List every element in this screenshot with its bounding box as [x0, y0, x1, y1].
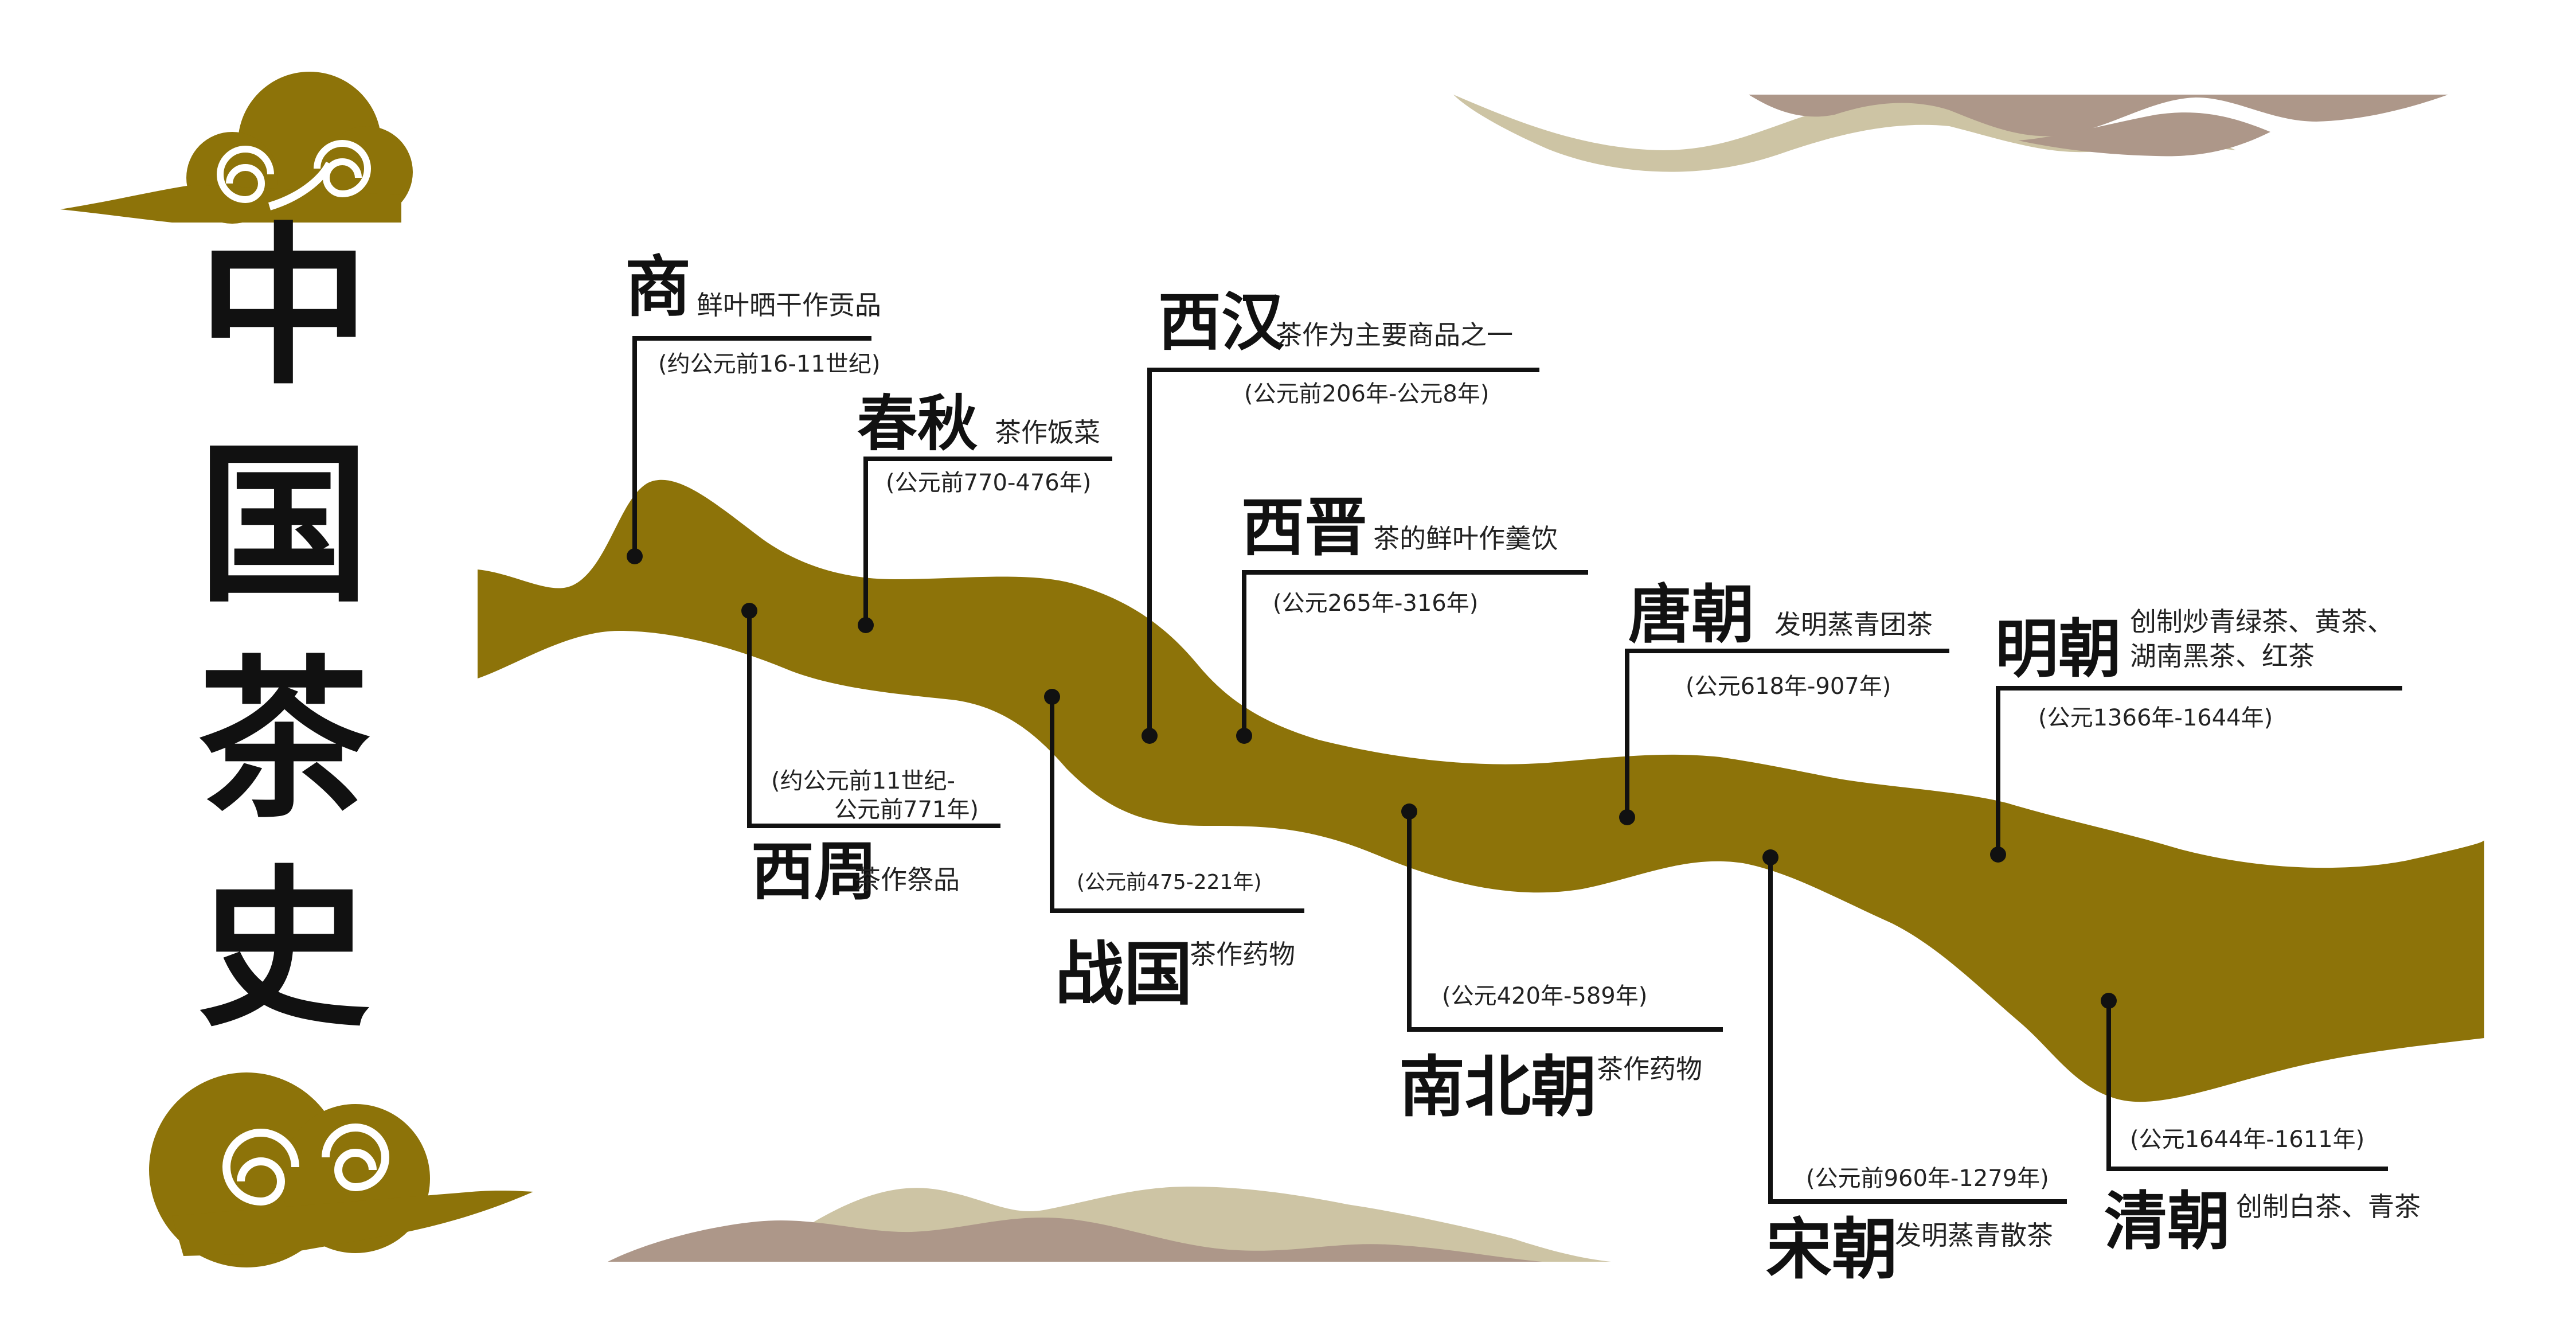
timeline-event: 南北朝茶作药物 (公元420年-589年) [1399, 803, 1723, 1126]
timeline-event: 商鲜叶晒干作贡品 (约公元前16-11世纪) [625, 248, 881, 564]
dynasty-description: 茶作祭品 [854, 864, 960, 895]
title-char: 茶 [198, 638, 373, 841]
title-char: 国 [198, 423, 370, 626]
dynasty-date: (公元前960年-1279年) [1806, 1165, 2049, 1192]
dynasty-description: 湖南黑茶、红茶 [2130, 641, 2315, 672]
mountain-dark-shape [1749, 95, 2448, 136]
dynasty-name: 商 [625, 248, 691, 326]
mountain-dark-ridge [2018, 112, 2270, 157]
dynasty-description: 创制炒青绿茶、黄茶、 [2130, 606, 2394, 637]
mountain-light-shape [1453, 95, 2236, 172]
timeline-dot [1236, 728, 1252, 744]
timeline-dot [1044, 689, 1060, 705]
dynasty-description: 茶作药物 [1190, 939, 1295, 970]
dynasty-description: 茶作为主要商品之一 [1276, 319, 1513, 350]
dynasty-name: 明朝 [1995, 612, 2121, 686]
dynasty-description: 发明蒸青团茶 [1774, 609, 1933, 640]
dynasty-description: 茶作饭菜 [995, 417, 1100, 448]
dynasty-date: 公元前771年) [834, 797, 979, 823]
dynasty-date: (公元1366年-1644年) [2038, 705, 2273, 731]
timeline-event: 春秋茶作饭菜 (公元前770-476年) [857, 388, 1112, 633]
timeline-event: 清朝创制白茶、青茶 (公元1644年-1611年) [2101, 993, 2421, 1258]
timeline-dot [858, 617, 874, 633]
cloud-swirl-icon [222, 1129, 299, 1206]
cloud-bottom-left [149, 1072, 533, 1267]
dynasty-date: (公元前770-476年) [886, 470, 1091, 496]
dynasty-name: 宋朝 [1766, 1211, 1898, 1288]
cloud-swirl-icon [217, 146, 274, 204]
mountain-dark-shape [608, 1217, 1542, 1262]
dynasty-description: 发明蒸青散茶 [1895, 1220, 2053, 1251]
title-char: 中 [198, 205, 370, 408]
timeline-dot [627, 548, 643, 564]
timeline-dot [1762, 849, 1778, 865]
dynasty-date: (公元1644年-1611年) [2130, 1126, 2364, 1153]
dynasty-name: 西晋 [1241, 490, 1367, 564]
dynasty-name: 南北朝 [1399, 1048, 1597, 1126]
dynasty-date: (约公元前11世纪- [771, 768, 955, 794]
cloud-swirl-icon [322, 1124, 389, 1192]
dynasty-description: 鲜叶晒干作贡品 [697, 290, 881, 321]
river-shape [478, 479, 2484, 1102]
dynasty-date: (约公元前16-11世纪) [658, 351, 880, 377]
dynasty-name: 西汉 [1158, 285, 1285, 359]
dynasty-name: 西周 [751, 834, 877, 908]
dynasty-name: 清朝 [2104, 1184, 2230, 1258]
timeline-dot [1401, 803, 1417, 820]
dynasty-date: (公元前475-221年) [1077, 871, 1262, 894]
timeline: 商鲜叶晒干作贡品 (约公元前16-11世纪) 西周茶作祭品 (约公元前11世纪- 公元前… [625, 248, 2421, 1288]
mountains-bottom [608, 1187, 1611, 1262]
cloud-top-left [60, 72, 413, 224]
dynasty-description: 茶作药物 [1597, 1054, 1702, 1085]
timeline-event: 唐朝发明蒸青团茶 (公元618年-907年) [1619, 578, 1949, 825]
timeline-event: 西晋茶的鲜叶作羹饮 (公元265年-316年) [1236, 490, 1588, 744]
dynasty-date: (公元前206年-公元8年) [1244, 381, 1489, 407]
mountains-top-right [1453, 95, 2448, 172]
timeline-event: 明朝创制炒青绿茶、黄茶、湖南黑茶、红茶 (公元1366年-1644年) [1990, 606, 2402, 863]
dynasty-date: (公元420年-589年) [1442, 983, 1647, 1009]
dynasty-date: (公元265年-316年) [1273, 590, 1478, 617]
dynasty-description: 茶的鲜叶作羹饮 [1373, 523, 1558, 554]
dynasty-date: (公元618年-907年) [1686, 673, 1891, 700]
timeline-dot [2101, 993, 2117, 1009]
timeline-dot [1619, 809, 1635, 825]
dynasty-description: 创制白茶、青茶 [2236, 1191, 2421, 1222]
dynasty-name: 战国 [1055, 934, 1193, 1015]
timeline-dot [1142, 728, 1158, 744]
dynasty-name: 唐朝 [1628, 578, 1754, 652]
timeline-dot [1990, 847, 2006, 863]
title-char: 史 [198, 848, 370, 1050]
dynasty-name: 春秋 [857, 388, 978, 459]
timeline-dot [741, 603, 757, 619]
cloud-swirl-icon [314, 140, 371, 198]
